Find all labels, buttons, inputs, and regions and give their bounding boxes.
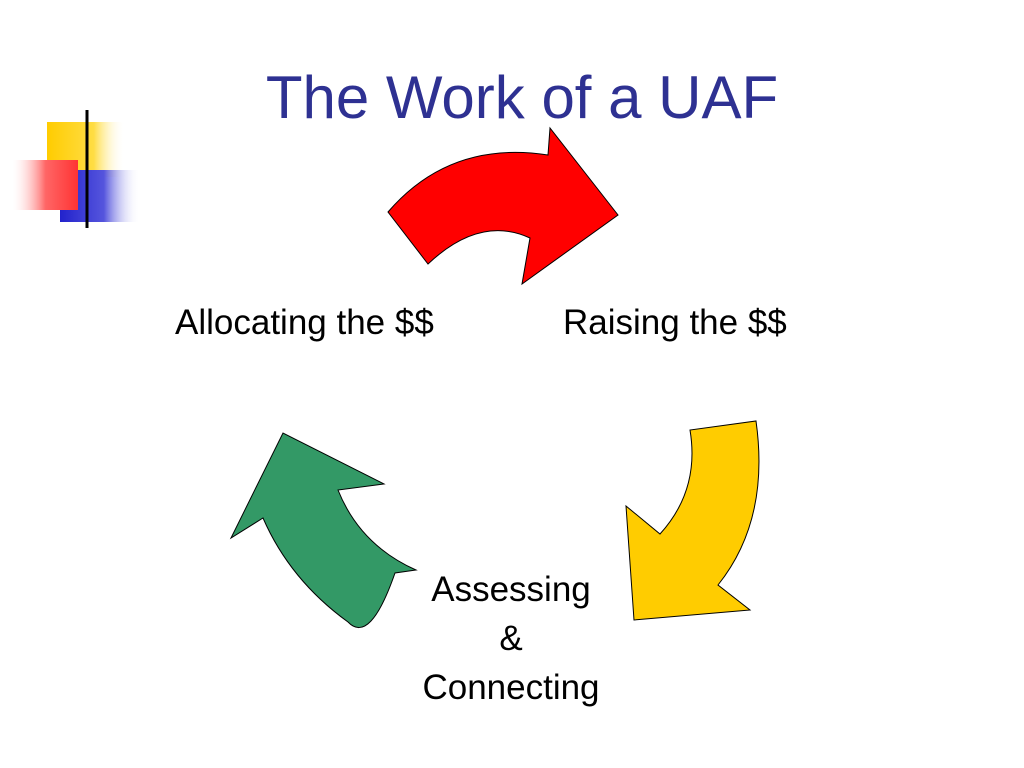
green-curved-arrow bbox=[229, 432, 418, 628]
red-curved-arrow bbox=[387, 126, 619, 286]
label-assessing-connecting: Assessing & Connecting bbox=[400, 565, 622, 712]
label-assessing-line-2: & bbox=[499, 619, 523, 658]
label-assessing-line-3: Connecting bbox=[422, 668, 600, 707]
label-raising: Raising the $$ bbox=[563, 303, 787, 342]
slide-title: The Work of a UAF bbox=[265, 64, 779, 131]
decorative-squares-logo bbox=[13, 110, 140, 228]
label-allocating: Allocating the $$ bbox=[175, 303, 434, 342]
yellow-curved-arrow bbox=[625, 420, 760, 621]
logo-red-square bbox=[13, 160, 78, 210]
label-assessing-line-1: Assessing bbox=[431, 570, 591, 609]
